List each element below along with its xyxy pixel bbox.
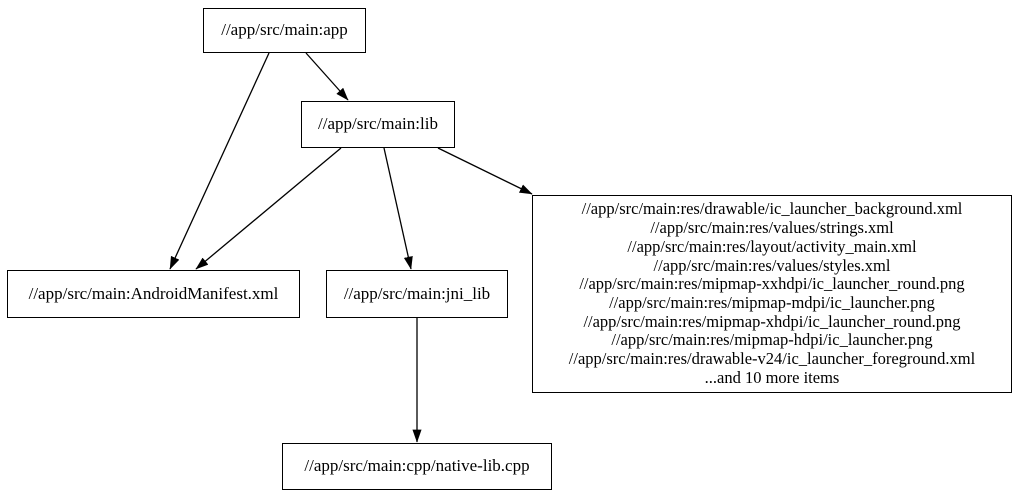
edge-app-to-android-manifest — [169, 52, 270, 270]
graph-node-res-group: //app/src/main:res/drawable/ic_launcher_… — [532, 195, 1012, 393]
res-group-line: //app/src/main:res/mipmap-xxhdpi/ic_laun… — [579, 274, 965, 294]
graph-node-lib-label: //app/src/main:lib — [318, 114, 438, 134]
res-group-line: //app/src/main:res/mipmap-mdpi/ic_launch… — [609, 293, 935, 312]
graph-node-lib: //app/src/main:lib — [301, 101, 455, 148]
graph-node-native-lib-label: //app/src/main:cpp/native-lib.cpp — [304, 456, 530, 476]
res-group-line: //app/src/main:res/mipmap-xhdpi/ic_launc… — [583, 311, 961, 331]
res-group-line: //app/src/main:res/values/strings.xml — [650, 218, 894, 238]
graph-node-app-label: //app/src/main:app — [221, 20, 348, 40]
res-group-line: //app/src/main:res/layout/activity_main.… — [627, 236, 917, 256]
res-group-line: //app/src/main:res/drawable/ic_launcher_… — [581, 199, 963, 219]
graph-node-jni-lib: //app/src/main:jni_lib — [326, 270, 508, 318]
graph-node-native-lib: //app/src/main:cpp/native-lib.cpp — [282, 443, 552, 490]
graph-node-android-manifest: //app/src/main:AndroidManifest.xml — [7, 270, 300, 318]
res-group-more-items-line: ...and 10 more items — [704, 367, 840, 387]
graph-node-app: //app/src/main:app — [203, 8, 366, 53]
res-group-line: //app/src/main:res/mipmap-hdpi/ic_launch… — [611, 330, 933, 350]
graph-node-jni-lib-label: //app/src/main:jni_lib — [343, 283, 491, 303]
edge-lib-to-jni-lib — [383, 147, 413, 270]
edge-lib-to-android-manifest — [195, 147, 342, 270]
res-group-line: //app/src/main:res/drawable-v24/ic_launc… — [568, 349, 976, 369]
edge-lib-to-res-group — [437, 147, 533, 195]
edge-app-to-lib — [305, 52, 349, 101]
graph-node-android-manifest-label: //app/src/main:AndroidManifest.xml — [28, 283, 279, 303]
res-group-line: //app/src/main:res/values/styles.xml — [653, 255, 891, 275]
